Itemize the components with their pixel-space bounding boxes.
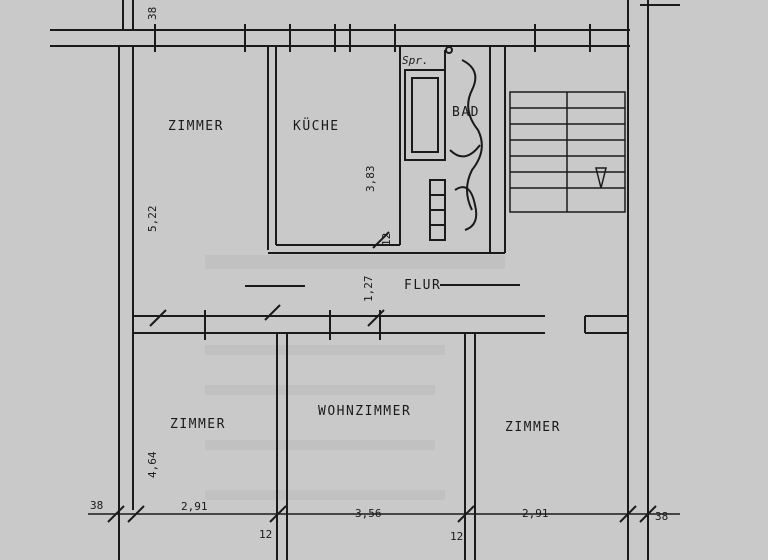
room-label-zimmer-bottom-right: ZIMMER [505, 420, 561, 435]
annotation-spr: Spr. [402, 54, 429, 67]
dimension-labels: 38 5,22 3,83 12 1,27 4,64 38 2,91 12 3,5… [90, 7, 668, 543]
dim-kueche-height: 3,83 [364, 166, 377, 193]
dim-wall-2: 12 [450, 530, 463, 543]
dim-wall-1: 12 [259, 528, 272, 541]
dim-width-zimmer-right: 2,91 [522, 507, 549, 520]
dim-width-zimmer-left: 2,91 [181, 500, 208, 513]
dim-kueche-wall: 12 [380, 233, 393, 246]
dim-left-wall: 38 [90, 499, 103, 512]
dim-flur-width: 1,27 [362, 276, 375, 303]
room-label-wohnzimmer: WOHNZIMMER [318, 404, 411, 419]
dim-width-wohnzimmer: 3,56 [355, 507, 382, 520]
room-labels: ZIMMER KÜCHE BAD FLUR ZIMMER WOHNZIMMER … [168, 105, 561, 435]
staircase [509, 91, 626, 213]
dim-top-wall: 38 [146, 7, 159, 20]
room-label-zimmer-bottom-left: ZIMMER [170, 417, 226, 432]
bathroom-fixtures [404, 46, 483, 241]
dim-lower-height: 4,64 [146, 451, 159, 478]
dim-zimmer-height: 5,22 [146, 206, 159, 233]
room-label-flur: FLUR [404, 278, 441, 293]
room-label-zimmer-top: ZIMMER [168, 119, 224, 134]
room-label-kueche: KÜCHE [293, 117, 340, 134]
background-texture [205, 255, 505, 500]
room-label-bad: BAD [452, 105, 480, 120]
walls [50, 0, 680, 560]
dim-right-wall: 38 [655, 510, 668, 523]
